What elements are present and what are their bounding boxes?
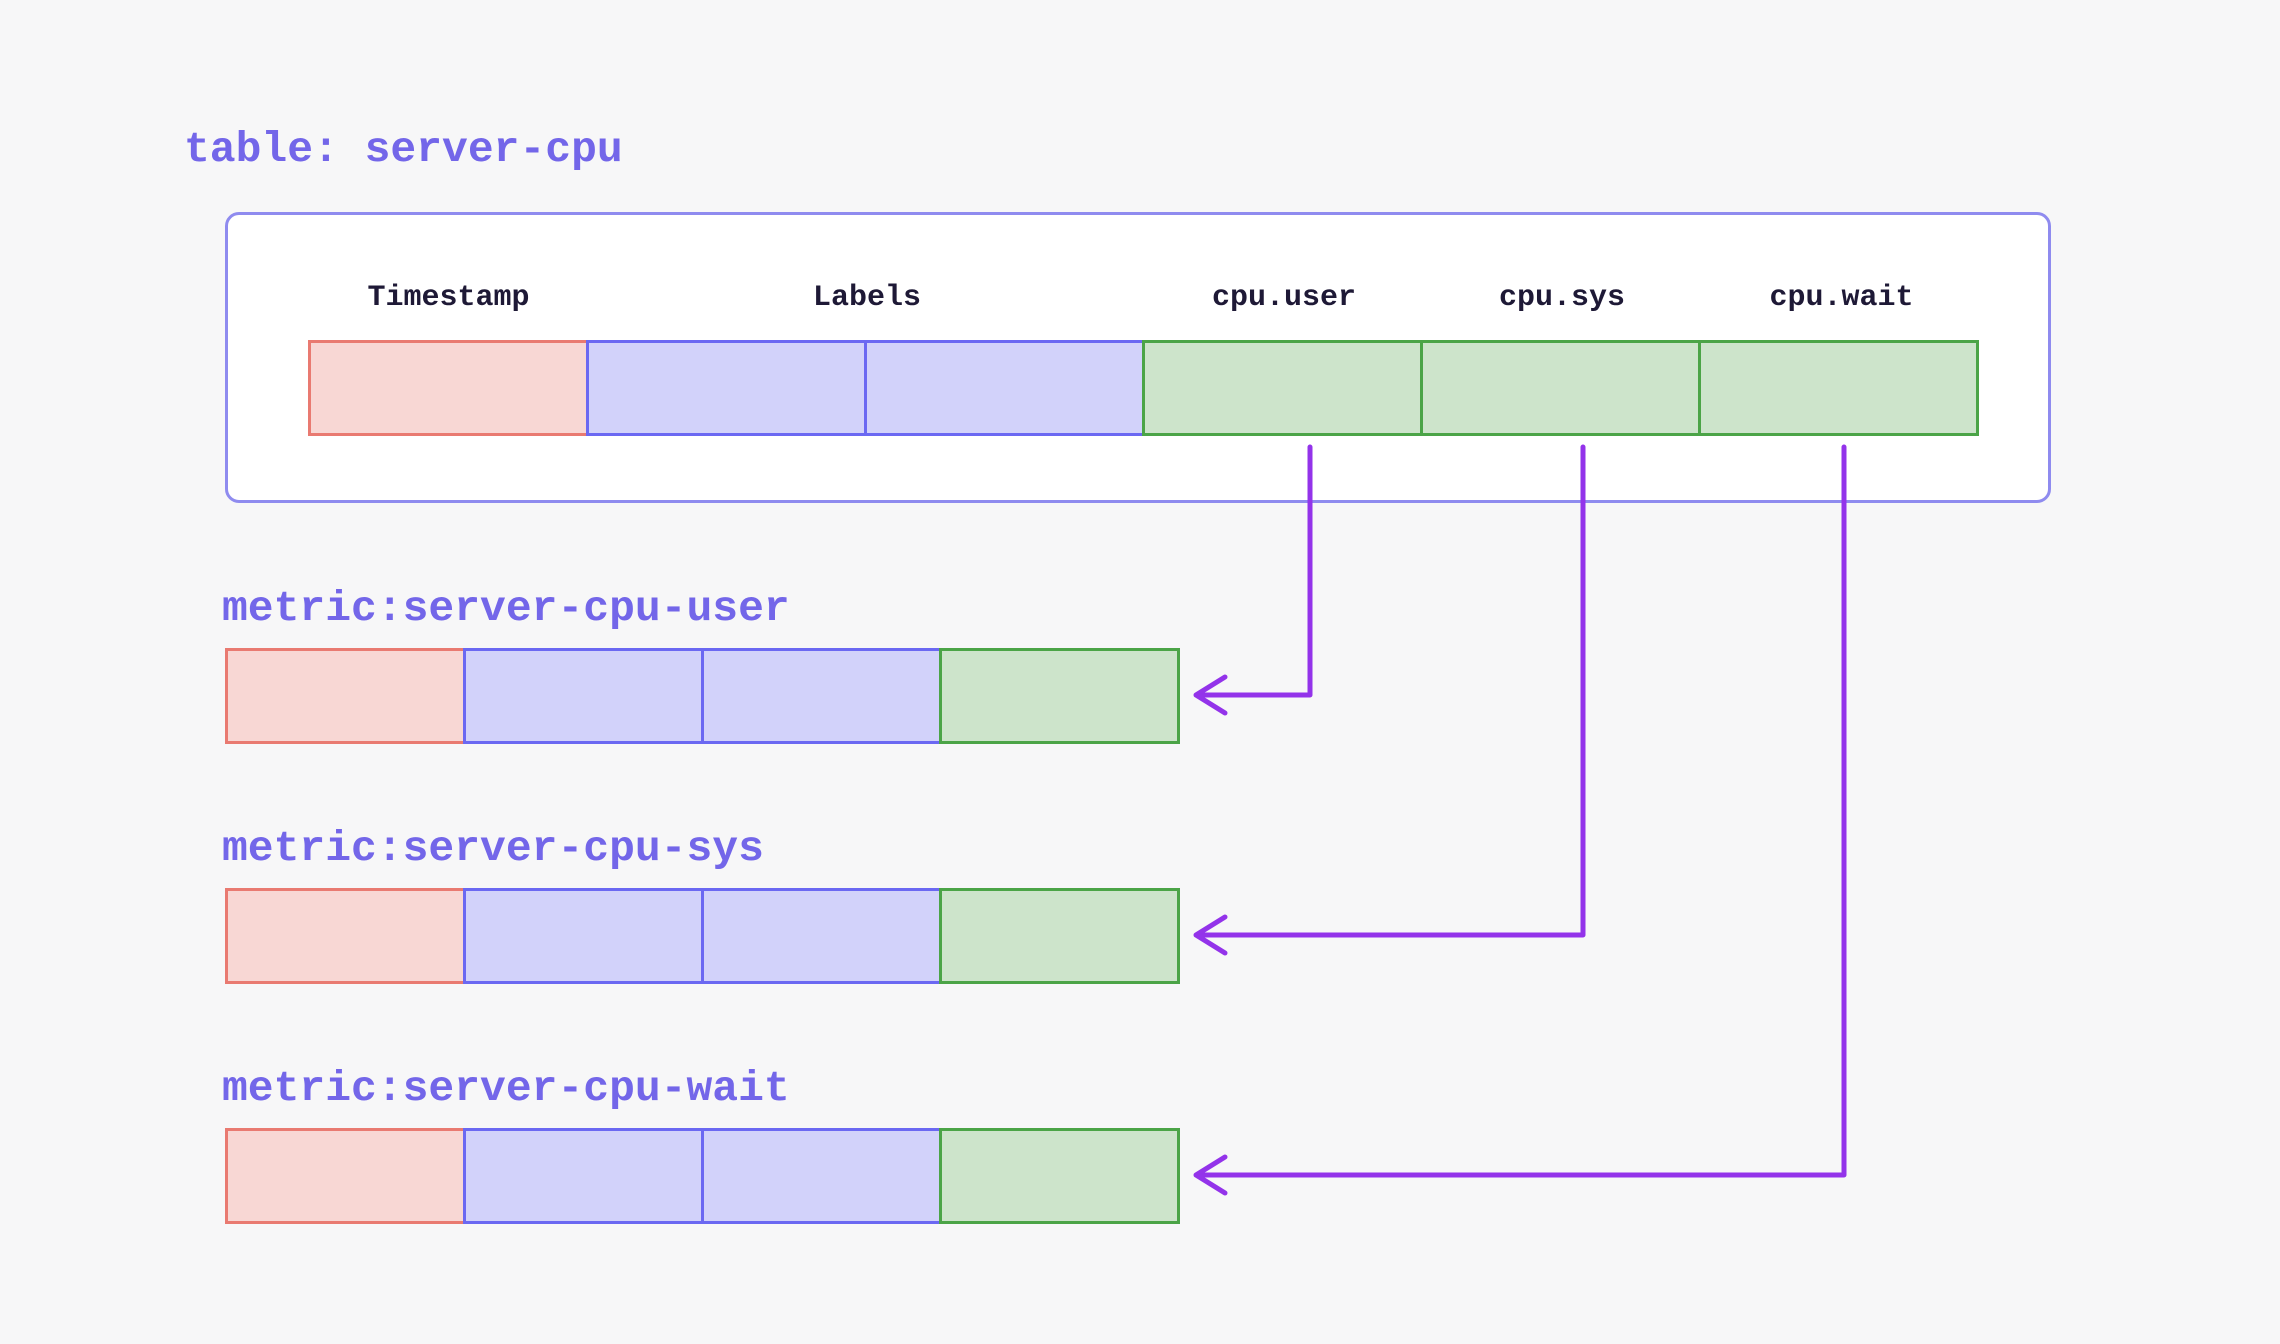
cell-value xyxy=(939,1128,1180,1224)
cell-label xyxy=(463,888,704,984)
metric-wait-label: metric:server-cpu-wait xyxy=(222,1064,790,1113)
column-header-timestamp: Timestamp xyxy=(367,281,530,315)
arrow-shaft xyxy=(1197,444,1586,938)
column-header-labels: Labels xyxy=(812,281,922,315)
cell-label xyxy=(463,648,704,744)
cell-label xyxy=(701,888,942,984)
table-row xyxy=(308,340,1979,436)
arrow-head-icon xyxy=(1193,914,1228,956)
cell-timestamp xyxy=(308,340,589,436)
column-header-cpu-wait: cpu.wait xyxy=(1769,281,1914,315)
cell-labels-1 xyxy=(586,340,867,436)
cell-timestamp xyxy=(225,888,466,984)
table-title: table: server-cpu xyxy=(184,125,623,174)
cell-label xyxy=(701,648,942,744)
cell-cpu-wait xyxy=(1698,340,1979,436)
cell-label xyxy=(701,1128,942,1224)
cell-cpu-user xyxy=(1142,340,1423,436)
table-box: Timestamp Labels cpu.user cpu.sys cpu.wa… xyxy=(225,212,2051,503)
cell-value xyxy=(939,648,1180,744)
arrow-head-icon xyxy=(1193,674,1228,716)
metric-sys-row xyxy=(225,888,1180,984)
arrow-cpu-wait-to-metric-wait xyxy=(1193,444,1847,1196)
arrow-shaft xyxy=(1197,444,1847,1178)
cell-timestamp xyxy=(225,648,466,744)
metric-sys-label: metric:server-cpu-sys xyxy=(222,824,764,873)
column-header-cpu-sys: cpu.sys xyxy=(1498,281,1626,315)
cell-value xyxy=(939,888,1180,984)
cell-label xyxy=(463,1128,704,1224)
cell-labels-2 xyxy=(864,340,1145,436)
cell-cpu-sys xyxy=(1420,340,1701,436)
column-header-cpu-user: cpu.user xyxy=(1211,281,1357,315)
metric-user-label: metric:server-cpu-user xyxy=(222,584,790,633)
table-column-headers: Timestamp Labels cpu.user cpu.sys cpu.wa… xyxy=(308,281,1982,315)
cell-timestamp xyxy=(225,1128,466,1224)
metric-user-row xyxy=(225,648,1180,744)
arrow-cpu-sys-to-metric-sys xyxy=(1193,444,1586,956)
metric-wait-row xyxy=(225,1128,1180,1224)
arrow-head-icon xyxy=(1193,1154,1228,1196)
